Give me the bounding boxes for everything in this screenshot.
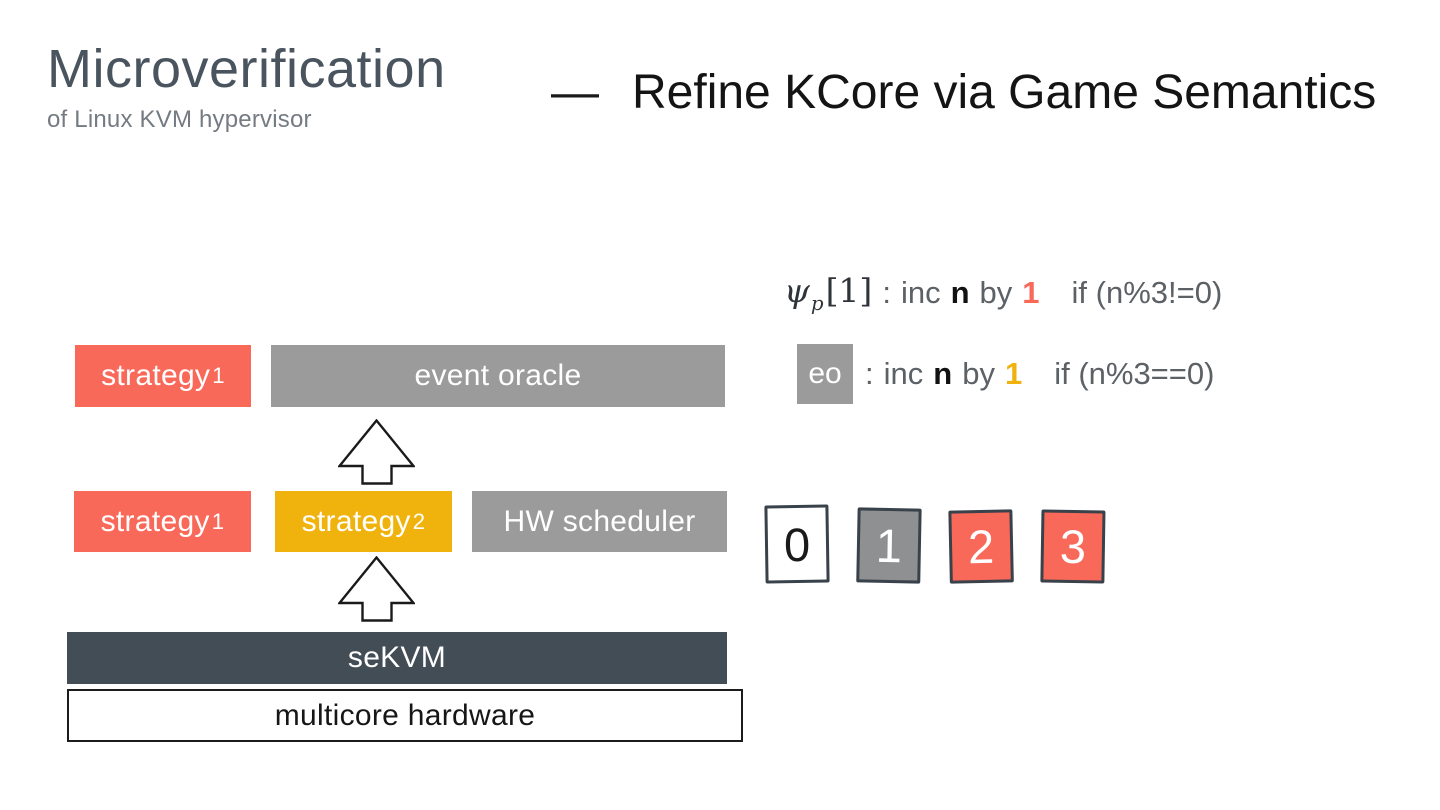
rule-eo: eo : inc n by 1 if (n%3==0) [797, 343, 1214, 405]
rule-condition: if (n%3==0) [1054, 356, 1215, 391]
game-state-cells: 0 1 2 3 [764, 504, 1106, 584]
game-cell-1: 1 [856, 507, 922, 584]
strategy-label: strategy [301, 504, 411, 538]
psi-term: ψp[1] [784, 271, 872, 315]
event-oracle-box: event oracle [271, 345, 725, 407]
event-oracle-label: event oracle [414, 359, 582, 392]
sekvm-box: seKVM [67, 632, 727, 684]
page-subtitle: of Linux KVM hypervisor [47, 106, 312, 134]
inc-keyword: inc [900, 275, 941, 310]
strategy-label: strategy [101, 359, 211, 392]
up-arrow-icon [338, 556, 415, 622]
strategy-label: strategy [100, 504, 210, 538]
rule-psi: ψp[1] : inc n by 1 if (n%3!=0) [784, 262, 1222, 324]
inc-keyword: inc [883, 356, 924, 391]
section-heading-block: — Refine KCore via Game Semantics [551, 69, 1376, 117]
sekvm-label: seKVM [347, 641, 447, 674]
increment-amount: 1 [1004, 356, 1023, 391]
strategy-number: 2 [412, 508, 426, 534]
game-cell-3: 3 [1040, 509, 1106, 584]
by-keyword: by [979, 275, 1013, 310]
multicore-hardware-label: multicore hardware [274, 698, 536, 732]
hw-scheduler-box: HW scheduler [472, 491, 727, 552]
psi-index: [1] [825, 271, 873, 311]
hw-scheduler-label: HW scheduler [503, 504, 696, 538]
game-cell-2: 2 [948, 509, 1014, 584]
colon: : [865, 356, 874, 391]
by-keyword: by [962, 356, 995, 391]
psi-subscript: p [810, 291, 824, 315]
eo-box: eo [797, 344, 853, 404]
up-arrow-icon [338, 419, 415, 485]
section-heading: Refine KCore via Game Semantics [632, 66, 1377, 119]
increment-amount: 1 [1022, 275, 1040, 310]
psi-symbol: ψ [784, 271, 810, 311]
rule-condition: if (n%3!=0) [1071, 275, 1223, 310]
strategy-number: 1 [212, 363, 225, 388]
page-title: Microverification [47, 39, 446, 99]
strategy-number: 1 [211, 508, 225, 534]
game-cell-0: 0 [764, 504, 830, 584]
colon: : [882, 275, 891, 310]
multicore-hardware-box: multicore hardware [67, 689, 743, 742]
title-block: Microverification of Linux KVM hyperviso… [47, 39, 446, 134]
dash-separator: — [551, 66, 599, 119]
variable-n: n [950, 275, 970, 310]
variable-n: n [933, 356, 953, 391]
